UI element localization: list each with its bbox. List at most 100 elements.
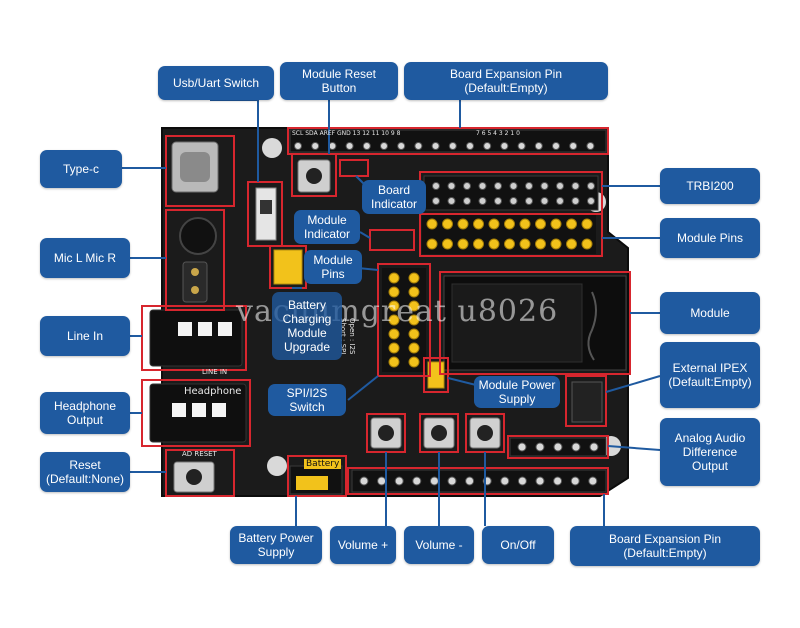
header-pin	[388, 300, 400, 312]
header-pin	[517, 142, 526, 150]
header-pin	[457, 218, 469, 230]
label-module-reset-button: Module Reset Button	[280, 62, 398, 100]
header-pin	[535, 218, 546, 230]
header-pin	[473, 238, 484, 250]
label-line-in: Line In	[40, 316, 130, 356]
hl-line-in	[141, 305, 247, 371]
trbi200-header	[423, 175, 599, 211]
header-pin	[500, 476, 510, 486]
header-pin	[397, 142, 406, 150]
label-spi-i2s-switch: SPI/I2S Switch	[268, 384, 346, 416]
hl-board-indicator	[339, 159, 369, 177]
hl-battery	[287, 455, 347, 497]
header-pin	[517, 476, 527, 486]
label-module-power-supply: Module Power Supply	[474, 376, 560, 408]
header-pin	[569, 142, 578, 150]
header-pin	[447, 476, 457, 486]
header-pin	[457, 238, 469, 250]
button-row	[370, 417, 501, 449]
header-pin	[388, 272, 400, 284]
header-pin	[463, 182, 471, 190]
header-pin	[483, 142, 492, 150]
header-pin	[550, 238, 562, 250]
label-module-pins-right: Module Pins	[660, 218, 760, 258]
label-board-expansion-pin-top: Board Expansion Pin (Default:Empty)	[404, 62, 608, 100]
header-pin	[534, 142, 543, 150]
header-pin	[388, 328, 400, 340]
header-pin	[570, 476, 580, 486]
header-pin	[571, 182, 580, 190]
silk-top-header: SCL SDA AREF GND 13 12 11 10 9 8	[292, 130, 401, 137]
label-mic-l-mic-r: Mic L Mic R	[40, 238, 130, 278]
header-pin	[463, 197, 471, 205]
header-pin	[553, 442, 563, 452]
header-pin	[408, 328, 420, 340]
line-in-jack	[149, 309, 243, 367]
header-pin	[432, 182, 440, 190]
header-pin	[519, 238, 531, 250]
hl-type-c	[165, 135, 235, 207]
header-pin	[478, 182, 487, 190]
header-pin	[488, 238, 500, 250]
label-board-expansion-pin-bottom: Board Expansion Pin (Default:Empty)	[570, 526, 760, 566]
hl-top-header	[287, 127, 609, 155]
ipex-connector	[571, 381, 603, 423]
label-volume-plus: Volume +	[330, 526, 396, 564]
header-pin	[432, 197, 440, 205]
header-pin	[362, 142, 371, 150]
label-on-off: On/Off	[482, 526, 554, 564]
header-pin	[517, 442, 527, 452]
hl-usb-switch	[247, 181, 283, 247]
header-pin	[553, 476, 563, 486]
header-pin	[408, 356, 420, 368]
label-battery-power-supply: Battery Power Supply	[230, 526, 322, 564]
header-pin	[525, 197, 533, 205]
header-pin	[509, 197, 518, 205]
header-pin	[442, 238, 453, 250]
header-pin	[442, 218, 453, 230]
header-pin	[550, 218, 562, 230]
label-module: Module	[660, 292, 760, 334]
header-pin	[388, 314, 400, 326]
header-pin	[466, 142, 474, 150]
header-pin	[388, 286, 400, 298]
header-pin	[426, 218, 438, 230]
header-pin	[535, 442, 545, 452]
hl-module-pins-right	[419, 213, 603, 257]
header-pin	[447, 197, 456, 205]
header-pin	[535, 238, 546, 250]
header-pin	[394, 476, 404, 486]
label-analog-audio-difference-output: Analog Audio Difference Output	[660, 418, 760, 486]
hl-ipex	[565, 375, 607, 427]
header-pin	[473, 218, 484, 230]
label-headphone-output: Headphone Output	[40, 392, 130, 434]
silk-battery: Battery	[304, 459, 342, 469]
label-board-indicator: Board Indicator	[362, 180, 426, 214]
header-pin	[448, 142, 457, 150]
header-pin	[388, 356, 400, 368]
header-pin	[504, 238, 515, 250]
hl-module-reset	[291, 153, 337, 197]
header-pin	[408, 342, 420, 354]
header-pin	[494, 197, 502, 205]
battery-charging-jumper	[273, 249, 303, 285]
bottom-expansion-header	[351, 469, 607, 493]
header-pin	[359, 476, 369, 486]
header-pin	[311, 142, 320, 150]
header-pin	[535, 476, 545, 486]
header-pin	[588, 476, 598, 486]
header-pin	[571, 442, 581, 452]
header-pin	[581, 218, 593, 230]
header-pin	[587, 182, 595, 190]
label-type-c: Type-c	[40, 150, 122, 188]
mount-hole	[262, 138, 282, 158]
hl-module-pins-vertical	[377, 263, 431, 377]
header-pin	[377, 476, 387, 486]
header-pin	[571, 197, 580, 205]
label-battery-charging-module-upgrade: Battery Charging Module Upgrade	[272, 292, 342, 360]
header-pin	[504, 218, 515, 230]
silk-ad-reset: AD RESET	[182, 450, 217, 458]
header-pin	[408, 314, 420, 326]
header-pin	[408, 286, 420, 298]
header-pin	[525, 182, 533, 190]
